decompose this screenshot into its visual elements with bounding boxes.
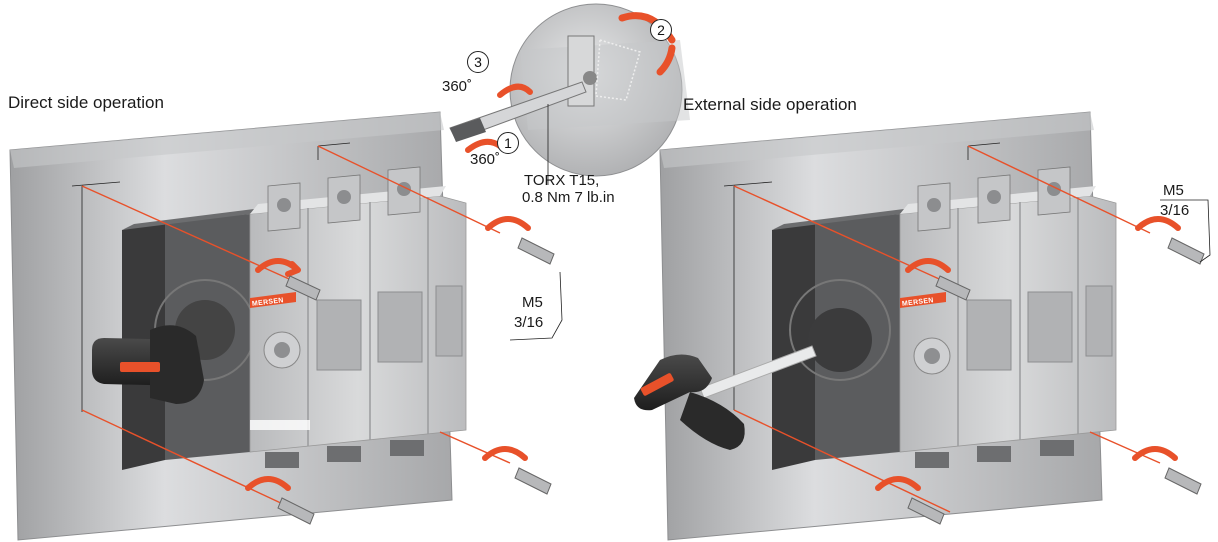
- rotary-handle: [92, 325, 204, 404]
- rotation-step3-label: 360˚: [442, 78, 473, 95]
- extension-shaft-handle: [634, 345, 817, 450]
- screw-size-direct-3-16: 3/16: [514, 314, 544, 331]
- screw-size-external-m5: M5: [1163, 182, 1184, 199]
- tool-spec: TORX T15,: [524, 172, 600, 189]
- screw-size-external-3-16: 3/16: [1160, 202, 1190, 219]
- step-2-marker: 2: [650, 19, 672, 41]
- drill-guide-lines: [71, 142, 351, 412]
- direct-side-title: Direct side operation: [8, 93, 164, 112]
- switch-assembly-external: [772, 166, 1117, 470]
- detail-callout: [449, 3, 690, 185]
- direct-view: [9, 111, 563, 541]
- rotation-step1-label: 360˚: [470, 151, 501, 168]
- screw-size-leader: [509, 271, 563, 341]
- fixing-screws: [245, 216, 555, 525]
- external-view: [634, 111, 1211, 541]
- external-side-title: External side operation: [683, 95, 857, 114]
- screw-size-direct-m5: M5: [522, 294, 543, 311]
- step-3-marker: 3: [467, 51, 489, 73]
- torque-spec: 0.8 Nm 7 lb.in: [522, 189, 615, 206]
- step-1-marker: 1: [497, 132, 519, 154]
